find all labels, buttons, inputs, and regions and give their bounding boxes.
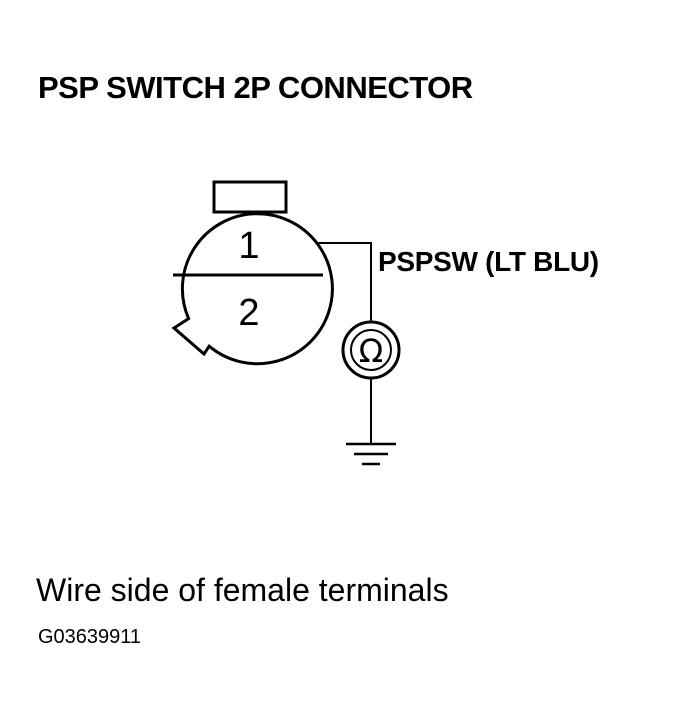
ohm-symbol: Ω: [359, 332, 383, 370]
ohmmeter-icon: Ω: [341, 320, 401, 380]
connector-housing: [171, 212, 334, 366]
diagram-title: PSP SWITCH 2P CONNECTOR: [38, 70, 473, 105]
connector-body: [171, 180, 334, 366]
wire-lead: [317, 242, 372, 323]
terminal-1-label: 1: [238, 225, 259, 267]
terminal-2-label: 2: [238, 292, 259, 334]
wire-color-label: PSPSW (LT BLU): [378, 246, 599, 277]
figure-id: G03639911: [38, 626, 142, 648]
ground-symbol-icon: [346, 442, 396, 466]
connector-lock-tab: [212, 180, 288, 214]
diagram-caption: Wire side of female terminals: [36, 572, 449, 608]
